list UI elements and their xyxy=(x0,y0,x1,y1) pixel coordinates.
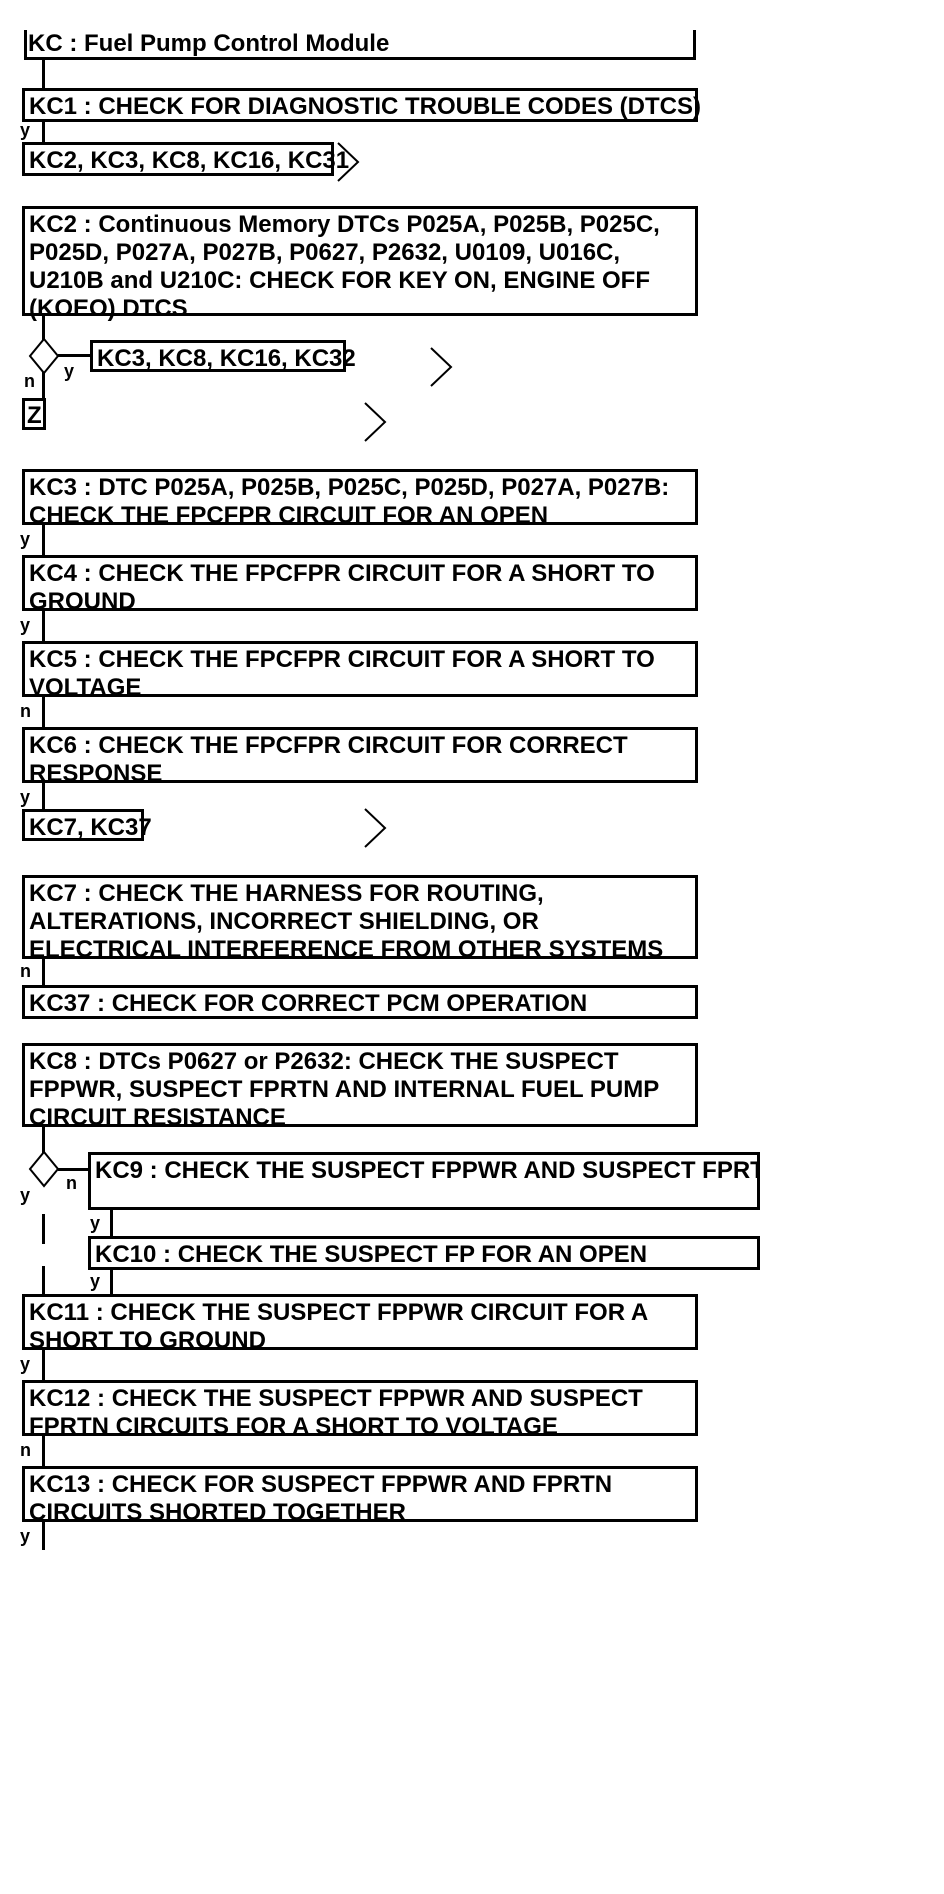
node-kc4[interactable]: KC4 : CHECK THE FPCFPR CIRCUIT FOR A SHO… xyxy=(22,555,698,615)
branch-label-yes: y xyxy=(64,361,75,381)
branch-label-no: n xyxy=(20,1440,31,1460)
ref-link-2[interactable]: KC3, KC8, KC16, KC32 xyxy=(90,340,356,372)
connector xyxy=(42,609,45,643)
connector xyxy=(58,354,92,357)
node-kc13[interactable]: KC13 : CHECK FOR SUSPECT FPPWR AND FPRTN… xyxy=(22,1466,698,1526)
node-kc11[interactable]: KC11 : CHECK THE SUSPECT FPPWR CIRCUIT F… xyxy=(22,1294,698,1354)
connector xyxy=(42,695,45,729)
node-kc7[interactable]: KC7 : CHECK THE HARNESS FOR ROUTING, ALT… xyxy=(22,875,698,963)
branch-label-no: n xyxy=(66,1173,77,1193)
branch-label-yes: y xyxy=(90,1213,101,1233)
branch-label-yes: y xyxy=(20,1526,31,1546)
ref-link-4[interactable]: KC7, KC37 xyxy=(22,809,152,841)
node-kc2[interactable]: KC2 : Continuous Memory DTCs P025A, P025… xyxy=(22,206,698,322)
chevron-right-icon[interactable] xyxy=(428,345,454,389)
connector xyxy=(42,1214,45,1244)
decision-diamond-icon xyxy=(28,1150,68,1190)
branch-label-yes: y xyxy=(20,1354,31,1374)
branch-label-no: n xyxy=(24,371,35,391)
node-kc9[interactable]: KC9 : CHECK THE SUSPECT FPPWR AND SUSPEC… xyxy=(88,1152,760,1210)
connector xyxy=(42,1348,45,1382)
connector xyxy=(42,1520,45,1550)
connector xyxy=(42,1125,45,1155)
connector xyxy=(42,315,45,343)
branch-label-yes: y xyxy=(90,1271,101,1291)
node-kc: KC : Fuel Pump Control Module xyxy=(24,30,696,60)
node-kc8[interactable]: KC8 : DTCs P0627 or P2632: CHECK THE SUS… xyxy=(22,1043,698,1131)
node-kc3[interactable]: KC3 : DTC P025A, P025B, P025C, P025D, P0… xyxy=(22,469,698,529)
chevron-right-icon[interactable] xyxy=(362,400,388,444)
connector xyxy=(42,957,45,987)
connector xyxy=(42,1266,45,1296)
connector xyxy=(24,30,27,60)
connector xyxy=(42,781,45,811)
connector xyxy=(110,1208,113,1238)
connector xyxy=(42,120,45,144)
branch-label-no: n xyxy=(20,701,31,721)
connector xyxy=(42,1434,45,1468)
chevron-right-icon[interactable] xyxy=(362,806,388,850)
branch-label-yes: y xyxy=(20,120,31,140)
branch-label-yes: y xyxy=(20,615,31,635)
connector xyxy=(110,1268,113,1296)
ref-link-1[interactable]: KC2, KC3, KC8, KC16, KC31 xyxy=(22,142,349,176)
connector xyxy=(42,372,45,398)
branch-label-yes: y xyxy=(20,787,31,807)
node-kc10[interactable]: KC10 : CHECK THE SUSPECT FP FOR AN OPEN xyxy=(88,1236,760,1270)
node-kc5[interactable]: KC5 : CHECK THE FPCFPR CIRCUIT FOR A SHO… xyxy=(22,641,698,701)
chevron-right-icon[interactable] xyxy=(335,140,361,184)
connector xyxy=(42,58,45,90)
branch-label-yes: y xyxy=(20,529,31,549)
connector xyxy=(42,523,45,557)
connector xyxy=(58,1168,90,1171)
node-kc12[interactable]: KC12 : CHECK THE SUSPECT FPPWR AND SUSPE… xyxy=(22,1380,698,1440)
node-kc6[interactable]: KC6 : CHECK THE FPCFPR CIRCUIT FOR CORRE… xyxy=(22,727,698,787)
node-kc1[interactable]: KC1 : CHECK FOR DIAGNOSTIC TROUBLE CODES… xyxy=(22,88,701,122)
branch-label-no: n xyxy=(20,961,31,981)
branch-label-yes: y xyxy=(20,1185,31,1205)
node-kc37[interactable]: KC37 : CHECK FOR CORRECT PCM OPERATION xyxy=(22,985,698,1019)
ref-link-z[interactable]: Z xyxy=(22,398,46,430)
